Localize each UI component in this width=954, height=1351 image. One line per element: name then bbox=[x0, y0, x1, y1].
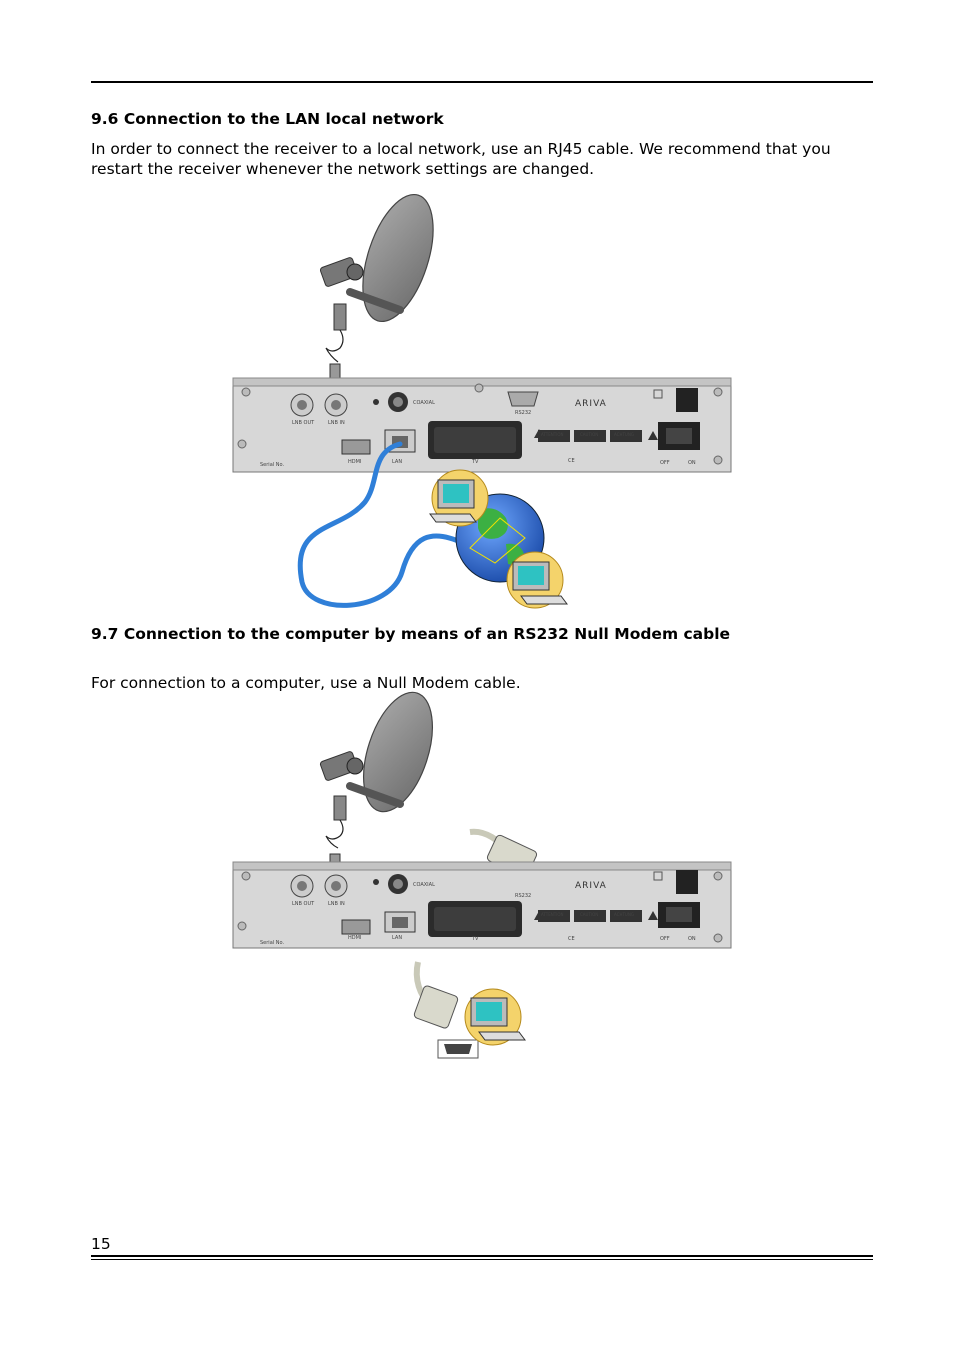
label-ce: CE bbox=[568, 458, 575, 464]
label-hdmi: HDMI bbox=[348, 459, 361, 465]
label-off: OFF bbox=[660, 936, 670, 942]
section-heading-rs232: 9.7 Connection to the computer by means … bbox=[91, 625, 731, 643]
label-lnb-out: LNB OUT bbox=[292, 420, 315, 426]
receiver-back-panel: LNB OUT LNB IN COAXIAL RS232 ARIVA HDMI … bbox=[232, 861, 732, 949]
label-lan: LAN bbox=[392, 935, 402, 941]
section-body-lan: In order to connect the receiver to a lo… bbox=[91, 140, 831, 178]
label-on: ON bbox=[688, 460, 696, 466]
rs232-connection-figure: LNB OUT LNB IN COAXIAL RS232 ARIVA HDMI … bbox=[232, 691, 732, 1059]
label-tv: TV bbox=[471, 459, 479, 465]
lan-connection-figure: LNB OUT LNB IN COAXIAL RS232 ARIVA HDMI … bbox=[232, 193, 732, 609]
label-serial-no: Serial No. bbox=[260, 462, 284, 468]
computer-icon bbox=[464, 988, 526, 1046]
footer-rule-thin bbox=[91, 1259, 873, 1260]
label-serial-no: Serial No. bbox=[260, 940, 284, 946]
label-ce: CE bbox=[568, 936, 575, 942]
label-caution: CAUTION bbox=[580, 912, 598, 917]
receiver-back-panel: LNB OUT LNB IN COAXIAL RS232 ARIVA HDMI … bbox=[232, 377, 732, 473]
label-achtung: ACHTUNG bbox=[614, 912, 634, 917]
label-attention: ATTENTION bbox=[541, 912, 564, 917]
header-rule bbox=[91, 81, 873, 83]
serial-connector-icon bbox=[413, 961, 479, 1059]
computer-icon bbox=[506, 551, 568, 609]
label-lan: LAN bbox=[392, 459, 402, 465]
brand-logo: ARIVA bbox=[575, 399, 607, 409]
label-achtung: ACHTUNG bbox=[614, 432, 634, 437]
label-lnb-in: LNB IN bbox=[328, 901, 345, 907]
brand-logo: ARIVA bbox=[575, 881, 607, 891]
label-off: OFF bbox=[660, 460, 670, 466]
section-body-rs232: For connection to a computer, use a Null… bbox=[91, 674, 521, 692]
label-coaxial: COAXIAL bbox=[413, 400, 435, 406]
label-rs232: RS232 bbox=[515, 893, 531, 899]
page-number: 15 bbox=[91, 1235, 111, 1253]
section-heading-lan: 9.6 Connection to the LAN local network bbox=[91, 110, 444, 128]
label-coaxial: COAXIAL bbox=[413, 882, 435, 888]
satellite-dish-icon bbox=[319, 691, 433, 881]
label-hdmi: HDMI bbox=[348, 935, 361, 941]
label-caution: CAUTION bbox=[580, 432, 598, 437]
label-on: ON bbox=[688, 936, 696, 942]
label-attention: ATTENTION bbox=[541, 432, 564, 437]
lan-cable bbox=[297, 441, 468, 608]
footer-rule bbox=[91, 1255, 873, 1257]
label-rs232: RS232 bbox=[515, 410, 531, 416]
label-lnb-in: LNB IN bbox=[328, 420, 345, 426]
label-lnb-out: LNB OUT bbox=[292, 901, 315, 907]
satellite-dish-icon bbox=[319, 193, 434, 391]
computer-icon bbox=[429, 469, 489, 527]
label-tv: TV bbox=[471, 936, 479, 942]
